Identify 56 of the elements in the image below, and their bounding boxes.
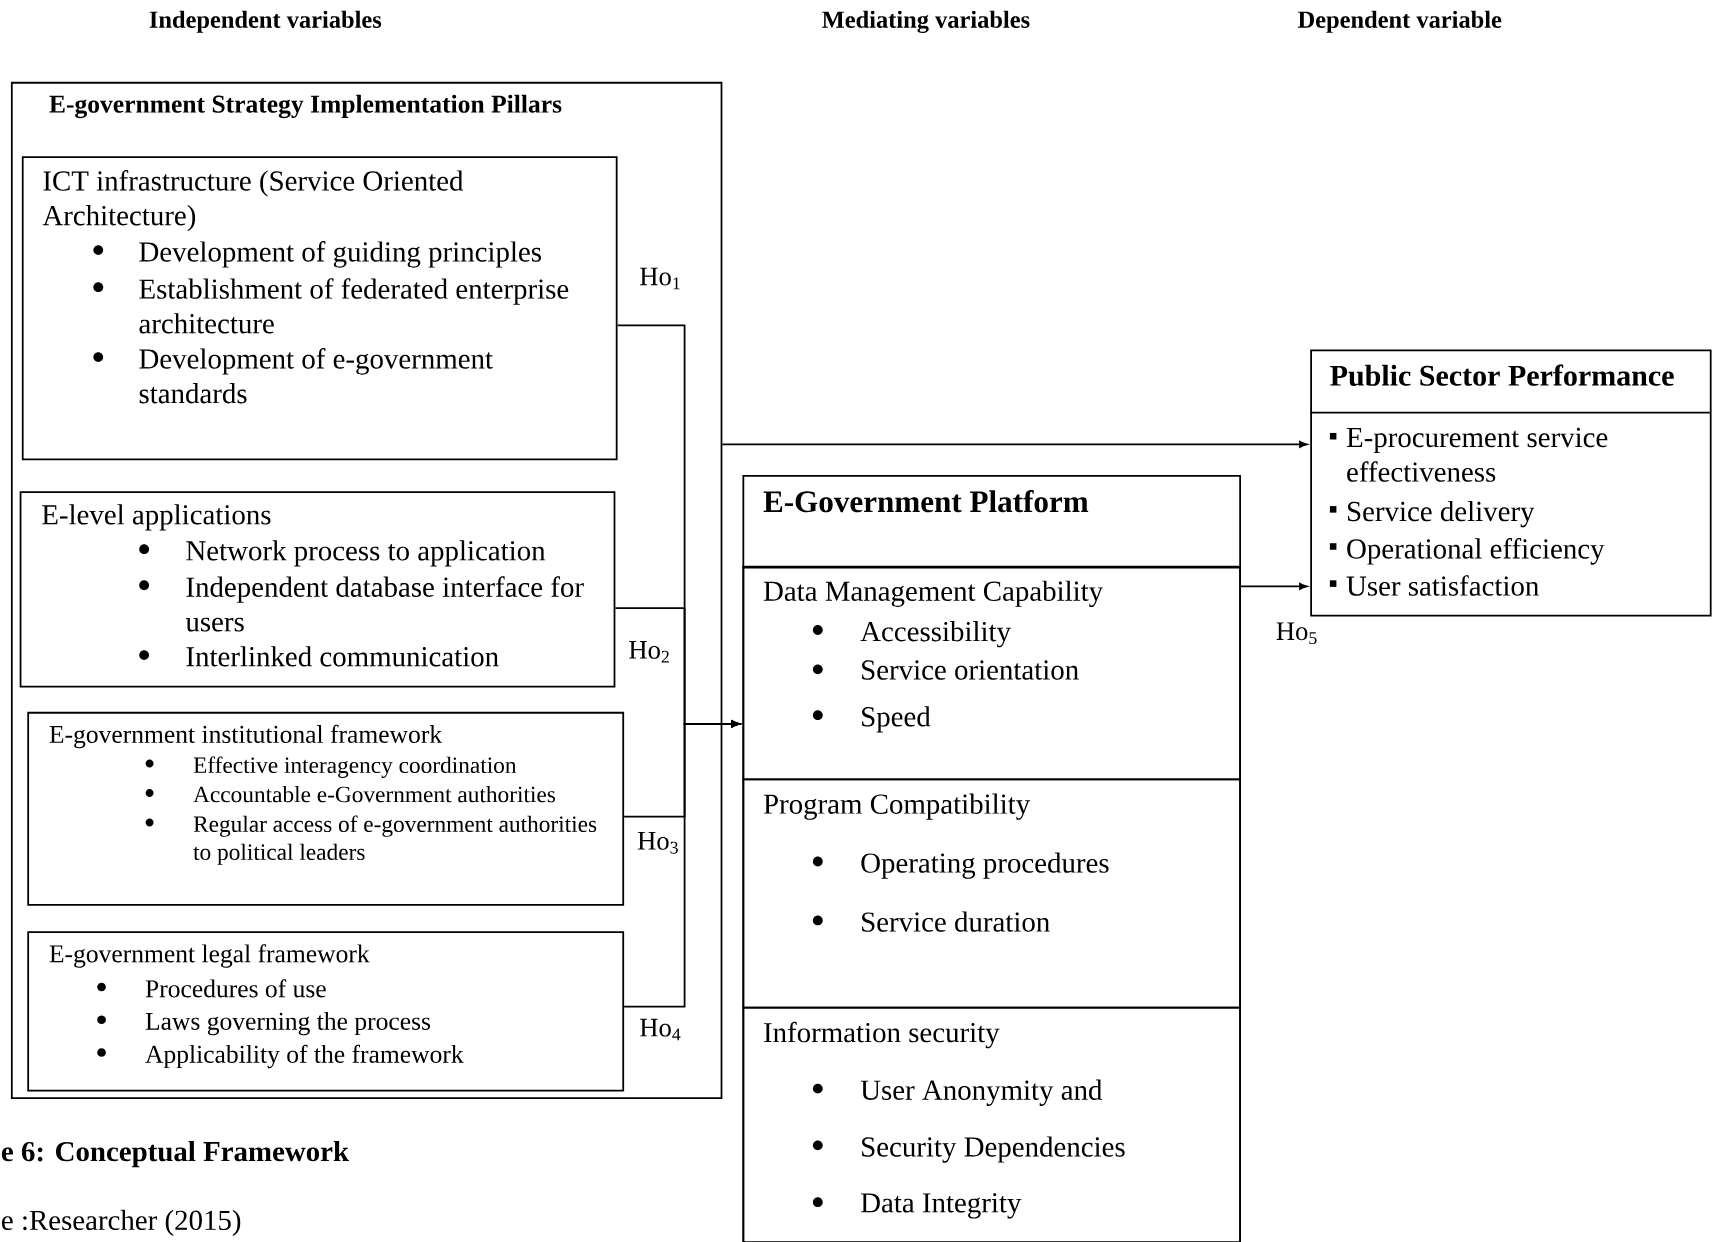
box-heading: E-government legal framework	[49, 944, 370, 968]
edge-label: Ho$_{1}$	[637, 265, 685, 292]
framework-box	[27, 931, 625, 1092]
edge-label: Ho$_{3}$	[634, 829, 682, 856]
framework-box	[742, 778, 1242, 1009]
bullet-item: Network process to application	[186, 540, 546, 567]
framework-box	[21, 155, 618, 461]
box-heading: E-Government Platform	[763, 489, 1089, 512]
bullet-item: User satisfaction	[1346, 574, 1539, 596]
framework-box	[742, 1006, 1242, 1242]
bullet-item: Laws governing the process	[145, 1011, 431, 1035]
bullet-item: Independent database interface for users	[185, 576, 584, 632]
bullet-item: E-procurement service effectiveness	[1346, 427, 1608, 482]
framework-box	[19, 491, 616, 688]
framework-box	[1309, 349, 1712, 617]
source-note: e :Researcher (2015)	[2, 1209, 241, 1236]
framework-box	[27, 711, 625, 906]
bullet-item: Security Dependencies	[862, 1136, 1125, 1163]
bullet-item: Accountable e-Government authorities	[193, 785, 556, 803]
bullet-item: Service delivery	[1347, 500, 1535, 527]
bullet-item: Speed	[862, 705, 931, 733]
box-heading: E-government institutional framework	[49, 724, 443, 749]
framework-box	[10, 81, 723, 1099]
bullet-item: Effective interagency coordination	[193, 756, 517, 778]
bullet-item: Service duration	[862, 911, 1050, 932]
framework-box	[742, 566, 1242, 781]
column-heading: Dependent variable	[1298, 10, 1502, 33]
bullet-item: Data Integrity	[861, 1192, 1022, 1219]
box-heading: Public Sector Performance	[1330, 364, 1674, 386]
bullet-item: Operating procedures	[861, 852, 1109, 879]
edge-label: Ho$_{5}$	[1273, 620, 1321, 647]
bullet-item: Accessibility	[860, 620, 1011, 648]
box-heading: Program Compatibility	[763, 793, 1031, 820]
bullet-item: Development of guiding principles	[139, 240, 541, 268]
bullet-item: Establishment of federated enterprise architecture	[139, 278, 569, 334]
box-heading: ICT infrastructure (Service Oriented Architecture)	[42, 169, 464, 232]
edge-label: Ho$_{4}$	[637, 1016, 685, 1043]
bullet-item: Procedures of use	[145, 978, 326, 998]
bullet-item: Service orientation	[862, 660, 1079, 680]
edge-label: Ho$_{2}$	[626, 638, 674, 665]
bullet-item: Operational efficiency	[1347, 537, 1605, 565]
bullet-item: Development of e-government standards	[139, 347, 493, 404]
column-heading: Independent variables	[149, 10, 382, 33]
arrow	[623, 720, 740, 1008]
bullet-item: Regular access of e-government authorities to political leaders	[193, 815, 597, 865]
bullet-item: Interlinked communication	[186, 645, 499, 667]
arrow	[1240, 582, 1308, 590]
box-heading: E-level applications	[42, 504, 271, 531]
caption: e 6: Conceptual Framework	[1, 1140, 349, 1167]
column-heading: Mediating variables	[822, 10, 1030, 33]
bullet-item: Applicability of the framework	[145, 1044, 464, 1068]
arrow	[721, 440, 1308, 448]
box-heading: Data Management Capability	[763, 580, 1103, 607]
box-heading: E-government Strategy Implementation Pillars	[49, 94, 562, 118]
box-heading: Information security	[764, 1021, 1000, 1049]
bullet-item: User Anonymity and	[860, 1079, 1103, 1106]
